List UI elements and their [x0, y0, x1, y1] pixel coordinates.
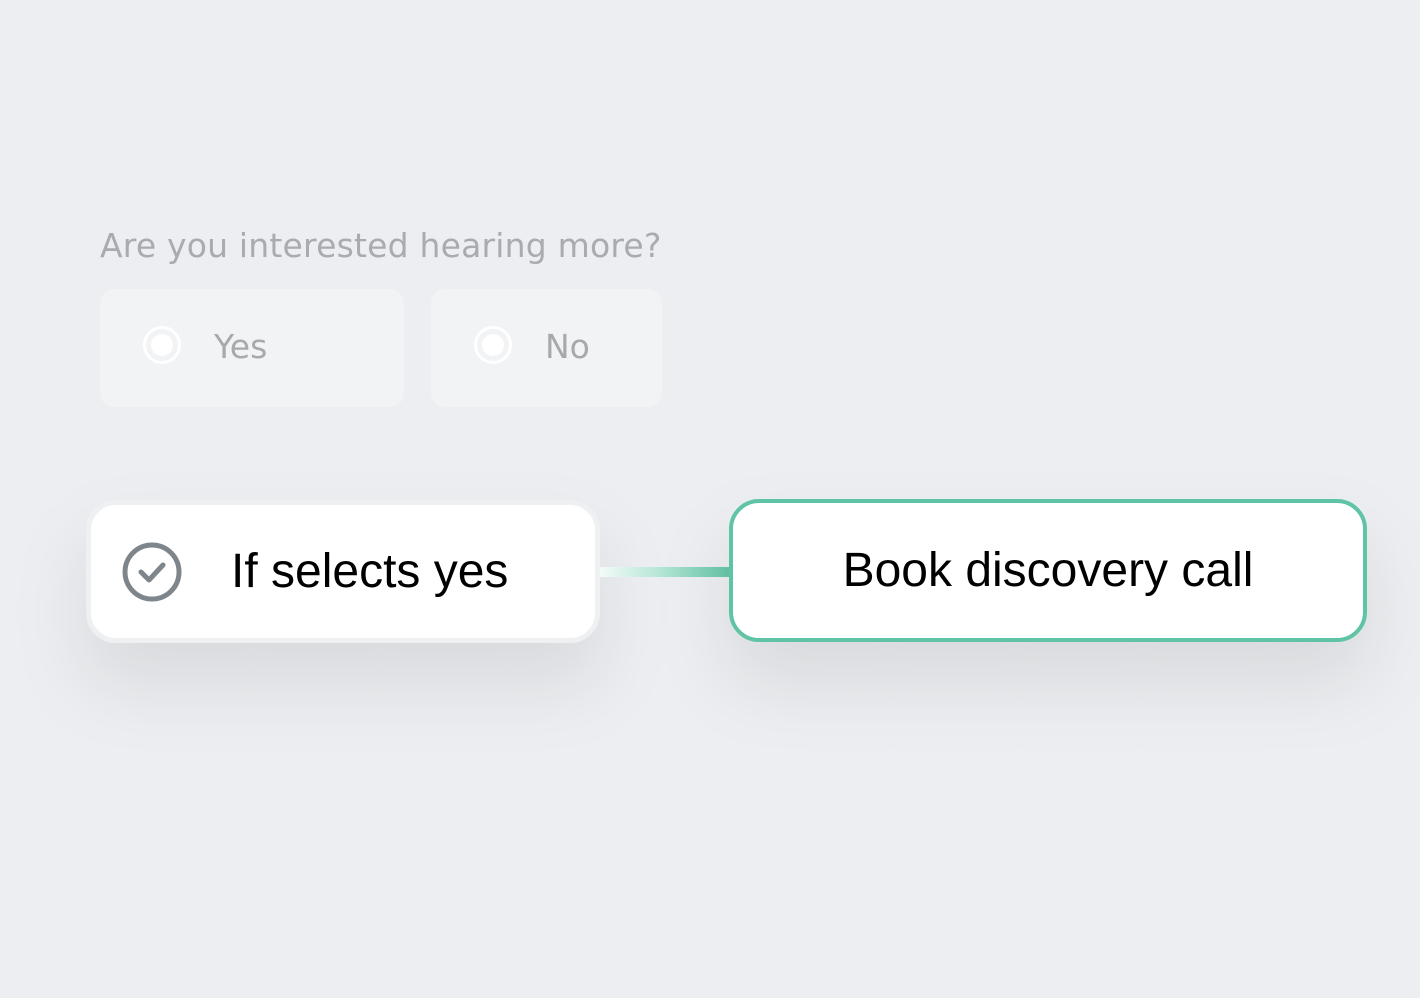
action-card[interactable]: Book discovery call: [729, 499, 1367, 642]
check-circle-icon: [122, 542, 182, 602]
option-yes-label: Yes: [214, 327, 268, 366]
option-yes[interactable]: Yes: [100, 289, 404, 407]
action-label: Book discovery call: [842, 544, 1254, 597]
condition-card[interactable]: If selects yes: [86, 500, 600, 643]
radio-yes[interactable]: [143, 326, 181, 364]
question-label: Are you interested hearing more?: [100, 226, 662, 265]
condition-label: If selects yes: [231, 545, 509, 598]
connector-line: [600, 567, 731, 577]
radio-no[interactable]: [474, 326, 512, 364]
option-no[interactable]: No: [431, 289, 662, 407]
radio-dot: [151, 334, 173, 356]
radio-dot: [482, 334, 504, 356]
option-no-label: No: [545, 327, 590, 366]
